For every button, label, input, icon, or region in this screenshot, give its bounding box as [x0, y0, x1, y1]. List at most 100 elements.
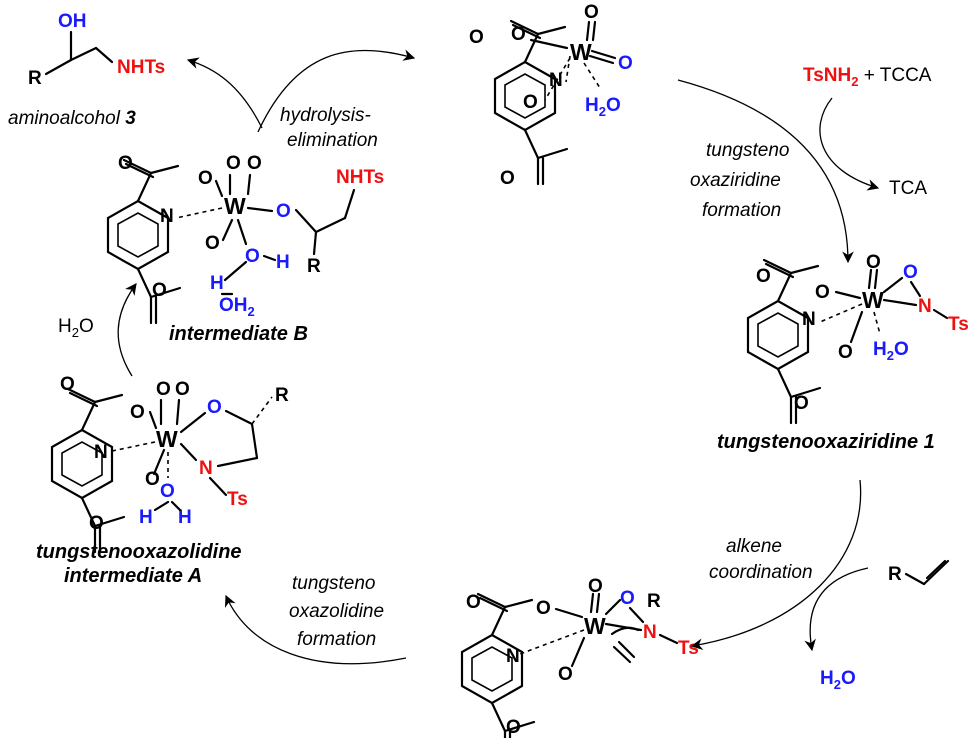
aminoalcohol-product: OH NHTs R — [28, 11, 165, 89]
byproduct-tca: TCA — [889, 178, 927, 199]
byproduct-water-bottom: H2O — [820, 668, 856, 692]
oxaz-carbonyl-o1: O — [756, 266, 771, 287]
oxaz-ring-n: N — [802, 309, 816, 330]
tungstenooxaziridine-caption: tungstenooxaziridine 1 — [717, 431, 935, 453]
alk-ring-n: N — [506, 646, 520, 667]
svg-text:oxaziridine: oxaziridine — [690, 170, 781, 191]
ozd-carbonyl-o2: O — [89, 513, 104, 534]
top-oxo-o2: O — [618, 53, 633, 74]
ozd-water-h2: H — [178, 507, 192, 528]
cycle-arrows — [117, 49, 880, 665]
alk-carboxylate-o1: O — [536, 598, 551, 619]
ib-bridge-h: H — [210, 273, 224, 294]
oxaz-carboxylate-o2: O — [838, 342, 853, 363]
arrow-to-oxaziridine — [677, 79, 854, 264]
ib-carbonyl-o1: O — [118, 153, 133, 174]
step-oxaziridine-formation-label: tungsteno oxaziridine formation — [690, 140, 789, 221]
reagent-tsnh2-tcca: TsNH2 + TCCA — [803, 65, 932, 89]
alk-r: R — [647, 591, 661, 612]
ozd-ring-o: O — [207, 397, 222, 418]
intermediate-a-caption-line2: intermediate A — [64, 565, 202, 587]
intermediate-b: N O O O O W O O O NHTs R O H H OH2 — [106, 153, 384, 325]
oxaz-water: H2O — [873, 339, 909, 363]
step-oxazolidine-formation-label: tungsteno oxazolidine formation — [289, 573, 384, 650]
top-carboxylate-o2: O — [523, 92, 538, 113]
top-tungsten-complex: N O O O O W O O H2O — [469, 2, 633, 189]
oxazolidine-intermediate-a: N O O O O W O O O R N Ts O H H — [50, 374, 289, 554]
ib-oh2: OH2 — [219, 295, 255, 319]
ib-alkoxide-o: O — [276, 201, 291, 222]
alk-ts: Ts — [678, 638, 699, 659]
arrow-to-aminoalcohol — [186, 57, 263, 129]
ib-hydroxyl-h: H — [276, 252, 290, 273]
arrow-to-alkene-complex — [690, 479, 862, 651]
arrow-to-top-complex — [257, 49, 416, 133]
alkene-r: R — [888, 564, 902, 585]
arrow-to-intermediate-b — [117, 283, 137, 377]
alk-oxo-o: O — [588, 576, 603, 597]
top-w-atom: W — [570, 39, 592, 65]
step-alkene-coordination-label: alkene coordination — [709, 536, 813, 583]
svg-text:oxazolidine: oxazolidine — [289, 601, 384, 622]
ozd-ts: Ts — [227, 489, 248, 510]
ozd-carboxylate-o1: O — [130, 402, 145, 423]
intermediate-a-caption-line1: tungstenooxazolidine — [36, 541, 242, 563]
top-carbonyl-o1: O — [469, 27, 484, 48]
oxaz-ring-o: O — [903, 262, 918, 283]
ozd-water-o: O — [160, 481, 175, 502]
svg-text:formation: formation — [702, 200, 781, 221]
ozd-carboxylate-o2: O — [145, 469, 160, 490]
alk-carboxylate-o2: O — [558, 664, 573, 685]
ib-carboxylate-o1: O — [198, 168, 213, 189]
ozd-oxo-o1: O — [156, 379, 171, 400]
step-hydrolysis-label: hydrolysis- elimination — [280, 105, 378, 151]
aminoalcohol-caption: aminoalcohol 3 — [8, 108, 136, 129]
ib-carboxylate-o2: O — [205, 233, 220, 254]
ozd-r: R — [275, 385, 289, 406]
arrow-reagent-branch — [819, 97, 880, 191]
arrow-to-intermediate-a — [224, 594, 407, 665]
alk-nitrogen: N — [643, 622, 657, 643]
top-carbonyl-o2: O — [500, 168, 515, 189]
top-carboxylate-o1: O — [511, 24, 526, 45]
ozd-carbonyl-o1: O — [60, 374, 75, 395]
top-oxo-o1: O — [584, 2, 599, 23]
svg-text:formation: formation — [297, 629, 376, 650]
aa-r: R — [28, 68, 42, 89]
svg-text:alkene: alkene — [726, 536, 782, 557]
svg-text:tungsteno: tungsteno — [706, 140, 789, 161]
alk-ring-o: O — [620, 588, 635, 609]
ib-nhts: NHTs — [336, 167, 384, 188]
oxaz-ring-nitrogen: N — [918, 296, 932, 317]
oxaz-carbonyl-o2: O — [794, 393, 809, 414]
alk-carbonyl-o2: O — [506, 717, 521, 738]
ib-oxo-o1: O — [226, 153, 241, 174]
alk-carbonyl-o1: O — [466, 592, 481, 613]
ozd-water-h1: H — [139, 507, 153, 528]
ozd-nitrogen: N — [199, 458, 213, 479]
oxaz-oxo-o: O — [866, 252, 881, 273]
ib-w-atom: W — [224, 193, 246, 219]
top-water: H2O — [585, 95, 621, 119]
svg-text:elimination: elimination — [287, 130, 378, 151]
arrow-alkene-branch — [804, 567, 869, 652]
alkene-coordination-complex: N O O O O W O O R N Ts — [460, 576, 699, 738]
ozd-oxo-o2: O — [175, 379, 190, 400]
reagent-alkene: R — [888, 559, 950, 586]
ib-carbonyl-o2: O — [152, 280, 167, 301]
aa-nhts: NHTs — [117, 57, 165, 78]
ib-hydroxyl-o: O — [245, 246, 260, 267]
oxaz-carboxylate-o1: O — [815, 282, 830, 303]
oxaz-w-atom: W — [862, 287, 884, 313]
svg-text:coordination: coordination — [709, 562, 813, 583]
aa-oh: OH — [58, 11, 87, 32]
tungstenooxaziridine-complex: N O O O O W O O N Ts H2O — [746, 252, 969, 425]
oxaz-ts: Ts — [948, 314, 969, 335]
ib-ring-n: N — [160, 206, 174, 227]
svg-text:tungsteno: tungsteno — [292, 573, 375, 594]
ib-oxo-o2: O — [247, 153, 262, 174]
reagent-water-left: H2O — [58, 316, 94, 340]
svg-text:hydrolysis-: hydrolysis- — [280, 105, 371, 126]
ozd-ring-n: N — [94, 442, 108, 463]
